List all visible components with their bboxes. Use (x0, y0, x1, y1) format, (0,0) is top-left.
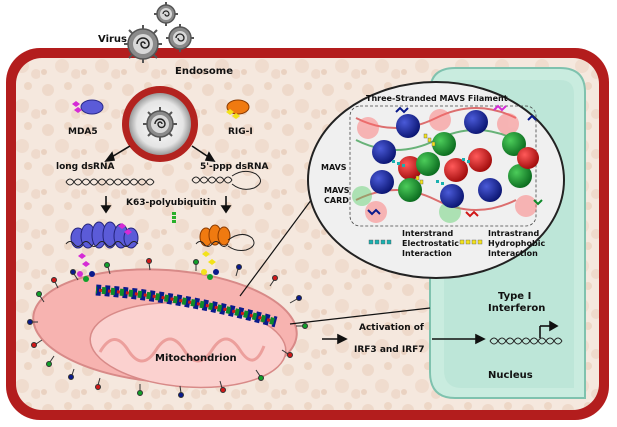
mavs-filament-inset (307, 81, 565, 279)
activation-arrow-1 (322, 333, 348, 345)
intrastrand-label-1: Intrastrand (488, 229, 539, 238)
type-i-label-2: Interferon (488, 303, 545, 314)
nucleus-label: Nucleus (488, 370, 533, 381)
promoter-arrow-icon (539, 320, 559, 338)
rig1-card-cluster (201, 269, 219, 280)
type-i-label-1: Type I (498, 291, 531, 302)
virus-icon (124, 2, 194, 63)
mda5-label: MDA5 (68, 127, 98, 137)
rig1-label: RIG-I (228, 127, 253, 137)
intrastrand-label-3: Interaction (488, 249, 538, 258)
virus-label: Virus (98, 34, 127, 45)
mavs-label: MAVS (321, 163, 347, 172)
rig1-complex (195, 224, 255, 265)
interstrand-swatch-icon (368, 239, 392, 245)
rig1-icon (226, 99, 250, 119)
interstrand-label-1: Interstrand (402, 229, 453, 238)
endosome-label: Endosome (175, 66, 233, 77)
activation-label-1: Activation of (359, 323, 424, 333)
rna-arrows (100, 196, 232, 214)
mda5-card-cluster (77, 271, 95, 282)
interstrand-label-3: Interaction (402, 249, 452, 258)
mitochondrial-mavs-dots (27, 258, 308, 398)
mda5-icon (72, 99, 104, 115)
intrastrand-label-2: Hydrophobic (488, 239, 545, 248)
filament-title: Three-Stranded MAVS Filament (366, 94, 508, 103)
ppp-dsrna-label: 5'-ppp dsRNA (200, 162, 268, 172)
mitochondrion (32, 268, 298, 389)
interstrand-label-2: Electrostatic (402, 239, 459, 248)
k63-chain-icon (172, 212, 176, 223)
mavs-card-label-2: CARD (324, 196, 349, 205)
endosome-arrows (104, 145, 216, 163)
activation-label-2: IRF3 and IRF7 (354, 345, 425, 355)
long-dsrna-label: long dsRNA (56, 162, 115, 172)
mavs-card-label-1: MAVS (324, 186, 350, 195)
mitochondrion-label: Mitochondrion (155, 353, 237, 364)
ppp-dsrna-helix (191, 170, 261, 190)
k63-label: K63-polyubiquitin (126, 198, 216, 208)
ifn-gene-helix (489, 337, 563, 345)
mavs-filament-strand (95, 284, 278, 328)
mda5-filament (65, 221, 139, 267)
activation-arrow-2 (432, 333, 486, 345)
intrastrand-swatch-icon (459, 239, 483, 245)
endosome (122, 86, 198, 162)
long-dsrna-helix (65, 178, 155, 186)
